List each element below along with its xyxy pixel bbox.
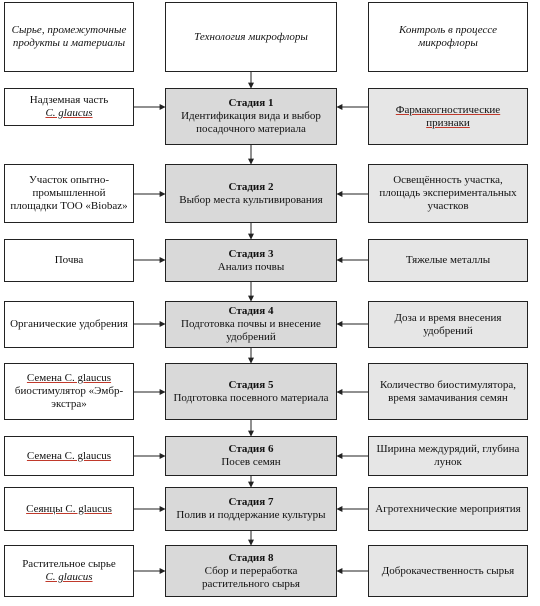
control-text: Доброкачественность сырья xyxy=(381,564,515,577)
stage-title: Стадия 6 xyxy=(228,443,274,455)
stage-title: Стадия 4 xyxy=(228,305,274,317)
input-text: Семена C. glaucus xyxy=(26,372,112,384)
control-text: Доза и время внесения удобрений xyxy=(394,311,502,337)
stage-box-2: Стадия 2 Выбор места культивирования xyxy=(165,164,337,223)
control-text: Количество биостимулятора, время замачив… xyxy=(380,378,516,404)
control-text: Агротехнические мероприятия xyxy=(375,502,521,515)
stage-title: Стадия 2 xyxy=(228,180,274,193)
stage-description: Полив и поддержание культуры xyxy=(176,509,326,521)
stage-box-6: Стадия 6 Посев семян xyxy=(165,436,337,476)
control-box-stage-8: Доброкачественность сырья xyxy=(368,545,528,597)
input-text: Почва xyxy=(54,254,84,266)
input-text: Сеянцы C. glaucus xyxy=(26,502,112,515)
stage-description: Подготовка почвы и внесение удобрений xyxy=(181,318,321,343)
stage-title: Стадия 7 xyxy=(228,496,274,508)
input-box-stage-8: Растительное сырье C. glaucus xyxy=(4,545,134,597)
control-text: Ширина междурядий, глубина лунок xyxy=(376,443,520,468)
input-text: биостимулятор «Эмбр-экстра» xyxy=(14,385,124,410)
input-text: C. glaucus xyxy=(45,571,93,583)
stage-description: Выбор места культивирования xyxy=(179,193,323,206)
input-box-stage-4: Органические удобрения xyxy=(4,301,134,348)
input-box-stage-1: Надземная часть C. glaucus xyxy=(4,88,134,126)
stage-box-7: Стадия 7 Полив и поддержание культуры xyxy=(165,487,337,531)
input-box-stage-7: Сеянцы C. glaucus xyxy=(4,487,134,531)
control-box-stage-6: Ширина междурядий, глубина лунок xyxy=(368,436,528,476)
input-text: Растительное сырье xyxy=(22,558,116,570)
control-text: Фармакогностические признаки xyxy=(395,103,501,129)
input-text: Органические удобрения xyxy=(10,318,128,330)
input-box-stage-2: Участок опытно-промышленной площадки ТОО… xyxy=(4,164,134,223)
header-left: Сырье, промежуточные продукты и материал… xyxy=(4,2,134,72)
stage-description: Анализ почвы xyxy=(217,260,285,273)
stage-description: Сбор и переработка растительного сырья xyxy=(202,564,300,590)
stage-description: Посев семян xyxy=(221,456,281,468)
control-box-stage-1: Фармакогностические признаки xyxy=(368,88,528,145)
stage-description: Идентификация вида и выбор посадочного м… xyxy=(181,110,321,135)
stage-box-8: Стадия 8 Сбор и переработка растительног… xyxy=(165,545,337,597)
control-box-stage-3: Тяжелые металлы xyxy=(368,239,528,282)
stage-box-4: Стадия 4 Подготовка почвы и внесение удо… xyxy=(165,301,337,348)
control-box-stage-4: Доза и время внесения удобрений xyxy=(368,301,528,348)
stage-description: Подготовка посевного материала xyxy=(173,391,329,404)
stage-title: Стадия 8 xyxy=(228,551,274,564)
input-text: Участок опытно-промышленной площадки ТОО… xyxy=(10,174,128,212)
input-text: C. glaucus xyxy=(45,107,93,119)
input-box-stage-5: Семена C. glaucus биостимулятор «Эмбр-эк… xyxy=(4,363,134,420)
input-text: Надземная часть xyxy=(29,94,109,106)
stage-title: Стадия 1 xyxy=(228,97,274,109)
control-text: Освещённость участка, площадь эксперимен… xyxy=(379,174,517,212)
stage-box-5: Стадия 5 Подготовка посевного материала xyxy=(165,363,337,420)
header-middle: Технология микрофлоры xyxy=(165,2,337,72)
control-box-stage-5: Количество биостимулятора, время замачив… xyxy=(368,363,528,420)
input-box-stage-3: Почва xyxy=(4,239,134,282)
control-box-stage-2: Освещённость участка, площадь эксперимен… xyxy=(368,164,528,223)
input-box-stage-6: Семена C. glaucus xyxy=(4,436,134,476)
stage-box-1: Стадия 1 Идентификация вида и выбор поса… xyxy=(165,88,337,145)
stage-box-3: Стадия 3 Анализ почвы xyxy=(165,239,337,282)
control-text: Тяжелые металлы xyxy=(405,254,491,266)
input-text: Семена C. glaucus xyxy=(26,449,112,462)
stage-title: Стадия 3 xyxy=(228,247,274,260)
control-box-stage-7: Агротехнические мероприятия xyxy=(368,487,528,531)
stage-title: Стадия 5 xyxy=(228,378,274,391)
header-right: Контроль в процессе микрофлоры xyxy=(368,2,528,72)
